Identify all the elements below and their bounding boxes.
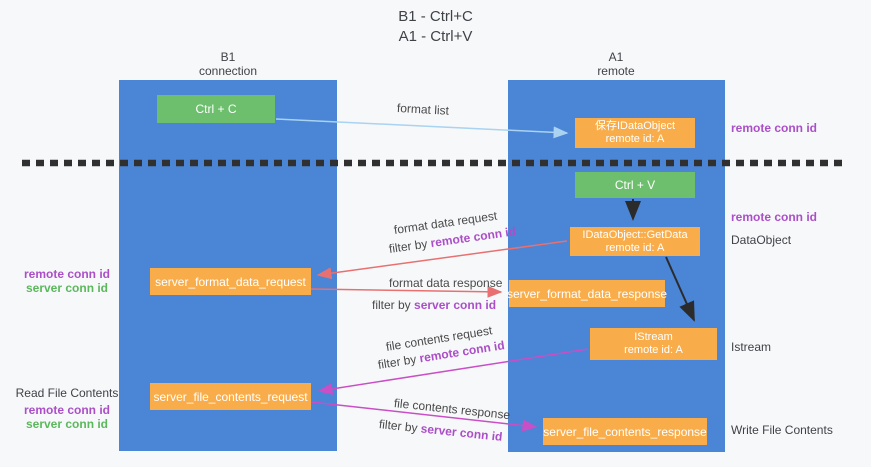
server-file-contents-request-box: server_file_contents_request xyxy=(150,383,311,410)
server-format-data-response-box: server_format_data_response xyxy=(507,280,667,307)
server-file-contents-response-box: server_file_contents_response xyxy=(543,418,707,445)
istream-side-label: Istream xyxy=(731,340,772,354)
remote-conn-id-right-mid: remote conn id xyxy=(731,210,818,224)
left-conn-ids-group-2: Read File Contents remote conn id server… xyxy=(8,386,126,431)
getdata-box: IDataObject::GetData remote id: A xyxy=(570,227,700,256)
filter-by-text: filter by xyxy=(388,236,432,256)
ctrl-c-box: Ctrl + C xyxy=(157,95,275,123)
getdata-line1: IDataObject::GetData xyxy=(582,228,688,241)
format-data-response-label: format data response xyxy=(389,276,503,290)
title-line-2: A1 - Ctrl+V xyxy=(398,28,473,45)
server-format-data-request-box: server_format_data_request xyxy=(150,268,311,295)
remote-conn-id-left-2: remote conn id xyxy=(23,403,110,417)
read-file-contents-label: Read File Contents xyxy=(15,386,119,400)
filter-by-text: filter by xyxy=(376,351,421,372)
title-line-1: B1 - Ctrl+C xyxy=(398,8,473,25)
istream-line1: IStream xyxy=(634,331,673,343)
server-conn-id-text: server conn id xyxy=(420,421,504,444)
getdata-line2: remote id: A xyxy=(605,241,665,254)
diagram-title: B1 - Ctrl+C A1 - Ctrl+V xyxy=(0,7,871,47)
write-file-contents-label: Write File Contents xyxy=(731,423,833,437)
file-contents-response-label: file contents response xyxy=(393,396,511,423)
column-right-header: A1 remote xyxy=(546,50,686,78)
dataobject-label: DataObject xyxy=(731,233,792,247)
column-right-name: A1 xyxy=(608,50,624,64)
column-left-role: connection xyxy=(198,64,258,78)
server-conn-id-left-1: server conn id xyxy=(25,281,109,295)
left-conn-ids-group-1: remote conn id server conn id xyxy=(8,267,126,295)
column-left-header: B1 connection xyxy=(158,50,298,78)
filter-by-text: filter by xyxy=(378,417,422,436)
filter-by-server-label-2: filter by server conn id xyxy=(378,417,503,444)
format-list-label: format list xyxy=(396,101,450,118)
ctrl-v-box: Ctrl + V xyxy=(575,172,695,198)
istream-box: IStream remote id: A xyxy=(590,328,717,360)
server-conn-id-left-2: server conn id xyxy=(25,417,109,431)
column-left-name: B1 xyxy=(220,50,236,64)
istream-line2: remote id: A xyxy=(624,344,683,356)
save-dataobject-line1: 保存IDataObject xyxy=(594,120,676,132)
filter-by-text: filter by xyxy=(372,298,415,312)
save-dataobject-line2: remote id: A xyxy=(605,133,665,145)
server-conn-id-text: server conn id xyxy=(414,298,497,312)
remote-conn-id-left-1: remote conn id xyxy=(23,267,110,281)
remote-conn-id-right-top: remote conn id xyxy=(731,121,818,135)
filter-by-server-label-1: filter by server conn id xyxy=(372,298,496,312)
column-right-role: remote xyxy=(597,64,635,78)
save-dataobject-box: 保存IDataObject remote id: A xyxy=(575,118,695,148)
